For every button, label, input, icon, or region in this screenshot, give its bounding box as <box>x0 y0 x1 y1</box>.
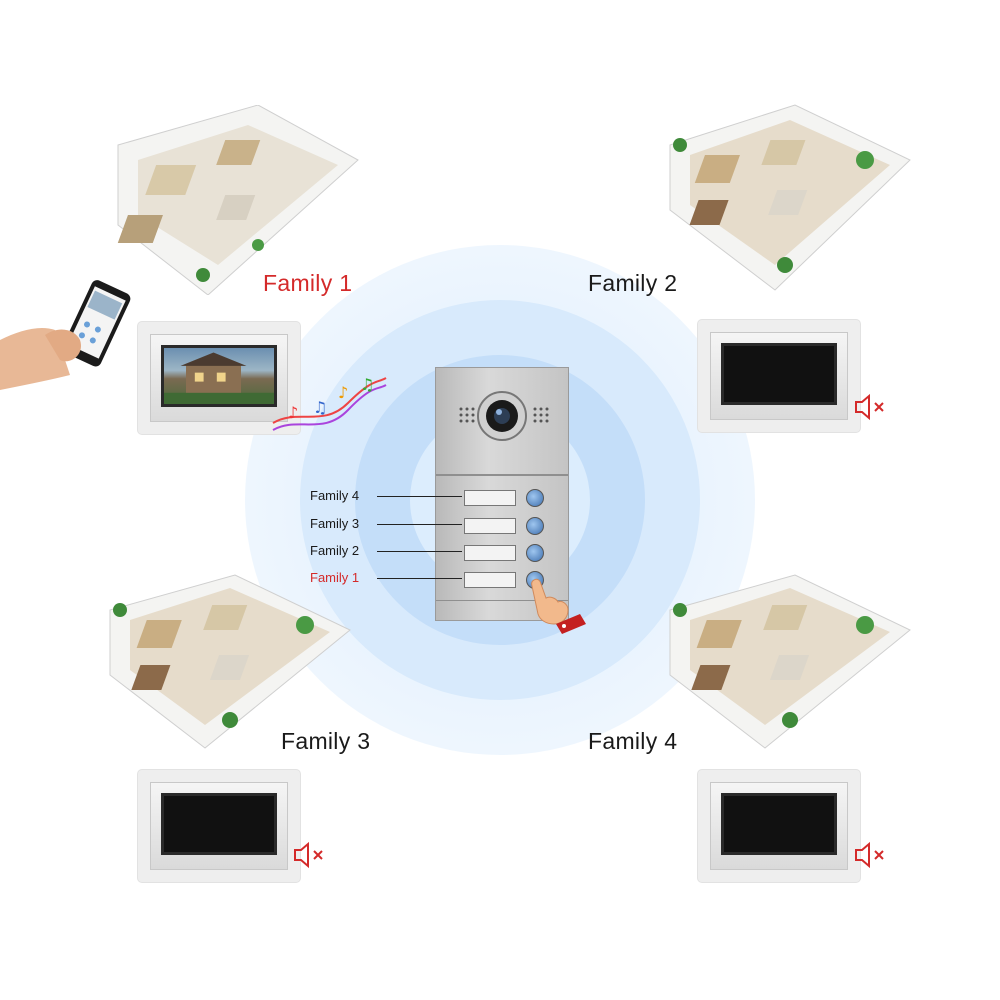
music-notes-icon: ♪ ♫ ♪ ♫ <box>272 375 387 431</box>
door-station-panel <box>435 367 569 621</box>
call-button-family-4[interactable] <box>526 489 544 507</box>
speaker-grille-right <box>533 407 549 423</box>
villa-image <box>164 352 274 404</box>
family-3-label: Family 3 <box>281 728 371 754</box>
name-slot-family-2 <box>464 545 516 561</box>
smartphone-icon <box>0 280 131 390</box>
svg-text:♫: ♫ <box>313 398 327 417</box>
muted-speaker-icon <box>294 841 323 869</box>
speaker-grille-left <box>459 407 475 423</box>
name-slot-family-4 <box>464 490 516 506</box>
family-4-label: Family 4 <box>588 728 678 754</box>
indoor-monitor-2 <box>698 320 860 432</box>
house-floorplan-4 <box>669 574 911 749</box>
house-floorplan-3 <box>109 574 351 749</box>
call-button-family-2[interactable] <box>526 544 544 562</box>
camera-lens-icon <box>477 391 527 441</box>
indoor-monitor-3 <box>138 770 300 882</box>
name-slot-family-3 <box>464 518 516 534</box>
family-1-label: Family 1 <box>263 270 353 296</box>
monitor-screen <box>721 793 837 855</box>
name-slot-family-1 <box>464 572 516 588</box>
monitor-screen-active <box>161 345 277 407</box>
monitor-screen <box>721 343 837 405</box>
button-label-family-3: Family 3 <box>310 516 360 531</box>
leader-line-family-4 <box>377 496 462 497</box>
button-label-family-2: Family 2 <box>310 543 360 558</box>
svg-text:♪: ♪ <box>288 403 298 422</box>
family-2-label: Family 2 <box>588 270 678 296</box>
house-floorplan-1 <box>117 105 359 295</box>
monitor-screen <box>161 793 277 855</box>
pointing-hand-icon <box>531 578 569 625</box>
leader-line-family-2 <box>377 551 462 552</box>
panel-bottom-line <box>436 600 568 601</box>
button-label-family-1: Family 1 <box>310 570 360 585</box>
monitor-bezel <box>150 782 288 870</box>
panel-divider <box>436 474 568 476</box>
call-button-family-3[interactable] <box>526 517 544 535</box>
muted-speaker-icon <box>855 841 884 869</box>
muted-speaker-icon <box>855 393 884 421</box>
button-label-family-4: Family 4 <box>310 488 360 503</box>
monitor-bezel <box>710 782 848 870</box>
rfid-card-icon <box>556 614 586 634</box>
monitor-bezel <box>710 332 848 420</box>
svg-text:♪: ♪ <box>338 383 348 402</box>
monitor-bezel <box>150 334 288 422</box>
svg-text:♫: ♫ <box>360 375 374 394</box>
leader-line-family-3 <box>377 524 462 525</box>
house-floorplan-2 <box>669 104 911 291</box>
indoor-monitor-1 <box>138 322 300 434</box>
leader-line-family-1 <box>377 578 462 579</box>
indoor-monitor-4 <box>698 770 860 882</box>
